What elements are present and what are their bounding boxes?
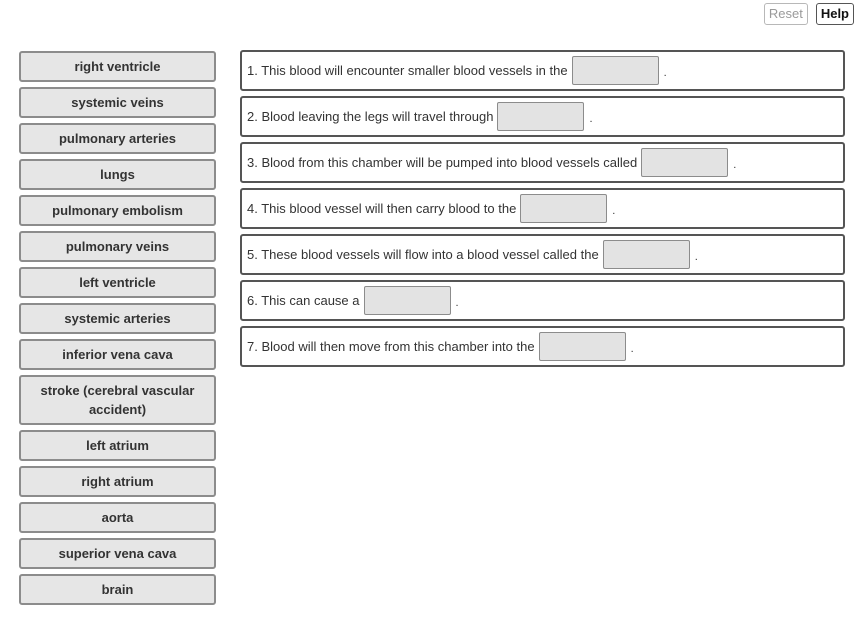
term-pulmonary-embolism[interactable]: pulmonary embolism [19, 195, 216, 226]
sentence-period: . [589, 112, 593, 125]
question-row: 4. This blood vessel will then carry blo… [240, 188, 845, 229]
term-systemic-veins[interactable]: systemic veins [19, 87, 216, 118]
question-text: 5. These blood vessels will flow into a … [247, 247, 599, 262]
sentence-period: . [663, 66, 667, 79]
term-lungs[interactable]: lungs [19, 159, 216, 190]
sentence-period: . [455, 296, 459, 309]
sentence-period: . [630, 342, 634, 355]
term-inferior-vena-cava[interactable]: inferior vena cava [19, 339, 216, 370]
question-row: 6. This can cause a . [240, 280, 845, 321]
sentence-period: . [612, 204, 616, 217]
term-left-atrium[interactable]: left atrium [19, 430, 216, 461]
term-pulmonary-veins[interactable]: pulmonary veins [19, 231, 216, 262]
question-text: 7. Blood will then move from this chambe… [247, 339, 535, 354]
term-left-ventricle[interactable]: left ventricle [19, 267, 216, 298]
term-superior-vena-cava[interactable]: superior vena cava [19, 538, 216, 569]
term-right-atrium[interactable]: right atrium [19, 466, 216, 497]
question-row: 2. Blood leaving the legs will travel th… [240, 96, 845, 137]
help-button[interactable]: Help [815, 3, 854, 25]
question-row: 7. Blood will then move from this chambe… [240, 326, 845, 367]
question-text: 2. Blood leaving the legs will travel th… [247, 109, 494, 124]
term-aorta[interactable]: aorta [19, 502, 216, 533]
term-brain[interactable]: brain [19, 574, 216, 605]
term-right-ventricle[interactable]: right ventricle [19, 51, 216, 82]
term-stroke[interactable]: stroke (cerebral vascular accident) [19, 375, 216, 425]
question-text: 6. This can cause a [247, 293, 360, 308]
answer-drop-target[interactable] [571, 56, 659, 85]
question-row: 3. Blood from this chamber will be pumpe… [240, 142, 845, 183]
answer-drop-target[interactable] [497, 102, 585, 131]
question-text: 1. This blood will encounter smaller blo… [247, 63, 568, 78]
top-toolbar: Reset Help [763, 3, 854, 25]
term-bank: right ventricle systemic veins pulmonary… [19, 51, 216, 610]
answer-drop-target[interactable] [538, 332, 626, 361]
term-systemic-arteries[interactable]: systemic arteries [19, 303, 216, 334]
question-text: 4. This blood vessel will then carry blo… [247, 201, 517, 216]
question-list: 1. This blood will encounter smaller blo… [240, 50, 845, 372]
question-row: 5. These blood vessels will flow into a … [240, 234, 845, 275]
answer-drop-target[interactable] [363, 286, 451, 315]
answer-drop-target[interactable] [520, 194, 608, 223]
sentence-period: . [694, 250, 698, 263]
term-pulmonary-arteries[interactable]: pulmonary arteries [19, 123, 216, 154]
question-row: 1. This blood will encounter smaller blo… [240, 50, 845, 91]
sentence-period: . [733, 158, 737, 171]
question-text: 3. Blood from this chamber will be pumpe… [247, 155, 638, 170]
answer-drop-target[interactable] [602, 240, 690, 269]
answer-drop-target[interactable] [641, 148, 729, 177]
reset-button[interactable]: Reset [763, 3, 808, 25]
